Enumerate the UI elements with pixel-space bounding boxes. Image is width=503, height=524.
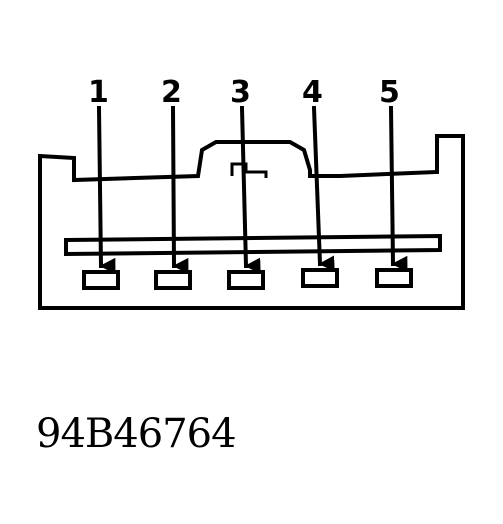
pin-label-3: 3 — [230, 75, 251, 110]
pin-label-5: 5 — [379, 75, 400, 110]
pin-leaders — [96, 105, 408, 274]
terminal-cavity-1 — [82, 270, 120, 290]
pin-leader-5 — [388, 105, 408, 272]
terminal-cavity-4 — [301, 268, 339, 288]
locking-tab — [230, 162, 268, 178]
terminal-cavity-3 — [227, 270, 265, 290]
pin-label-4: 4 — [302, 75, 323, 110]
terminal-cavities — [82, 268, 413, 290]
pin-leader-2 — [170, 105, 189, 274]
terminal-cavity-5 — [375, 268, 413, 288]
connector-housing — [38, 134, 465, 310]
terminal-rail — [64, 233, 442, 257]
terminal-cavity-2 — [154, 270, 192, 290]
pin-label-2: 2 — [161, 75, 182, 110]
pin-leader-3 — [239, 105, 261, 274]
reference-code: 94B46764 — [36, 411, 237, 457]
pin-label-1: 1 — [88, 75, 109, 110]
pin-leader-4 — [311, 105, 335, 272]
pin-labels: 1 2 3 4 5 — [88, 75, 400, 110]
pin-leader-1 — [96, 105, 116, 274]
